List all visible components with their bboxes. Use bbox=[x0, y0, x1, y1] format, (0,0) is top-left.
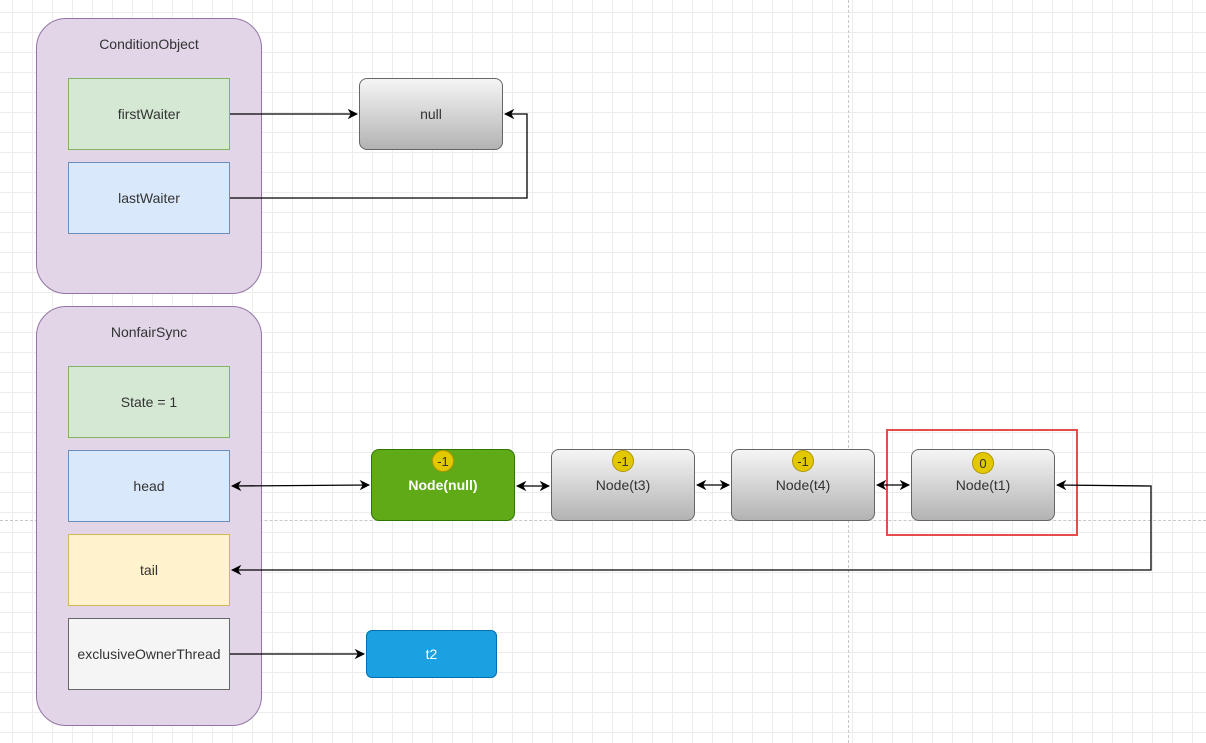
page-break-vertical bbox=[848, 0, 849, 743]
last-waiter-label: lastWaiter bbox=[118, 190, 180, 206]
exclusive-owner-thread-label: exclusiveOwnerThread bbox=[77, 646, 221, 662]
head-field[interactable]: head bbox=[68, 450, 230, 522]
owner-thread-label: t2 bbox=[425, 646, 438, 662]
state-label: State = 1 bbox=[120, 394, 178, 410]
wait-status-badge: -1 bbox=[612, 450, 634, 472]
condition-object-container[interactable]: ConditionObject bbox=[36, 18, 262, 294]
tail-edge bbox=[230, 479, 1152, 576]
last-waiter-field[interactable]: lastWaiter bbox=[68, 162, 230, 234]
first-waiter-label: firstWaiter bbox=[117, 106, 181, 122]
null-node-label: null bbox=[420, 106, 442, 122]
tail-label: tail bbox=[140, 562, 158, 578]
exclusive-owner-thread-field[interactable]: exclusiveOwnerThread bbox=[68, 618, 230, 690]
last-waiter-edge bbox=[230, 108, 528, 199]
condition-object-title: ConditionObject bbox=[99, 36, 199, 52]
wait-status-badge: -1 bbox=[432, 450, 454, 472]
state-field[interactable]: State = 1 bbox=[68, 366, 230, 438]
nonfair-sync-title: NonfairSync bbox=[110, 324, 188, 340]
owner-thread-node[interactable]: t2 bbox=[366, 630, 497, 678]
head-edge bbox=[230, 479, 371, 492]
tail-field[interactable]: tail bbox=[68, 534, 230, 606]
wait-status-badge: 0 bbox=[972, 452, 994, 474]
head-label: head bbox=[133, 478, 165, 494]
first-waiter-field[interactable]: firstWaiter bbox=[68, 78, 230, 150]
null-node[interactable]: null bbox=[359, 78, 503, 150]
wait-status-badge: -1 bbox=[792, 450, 814, 472]
